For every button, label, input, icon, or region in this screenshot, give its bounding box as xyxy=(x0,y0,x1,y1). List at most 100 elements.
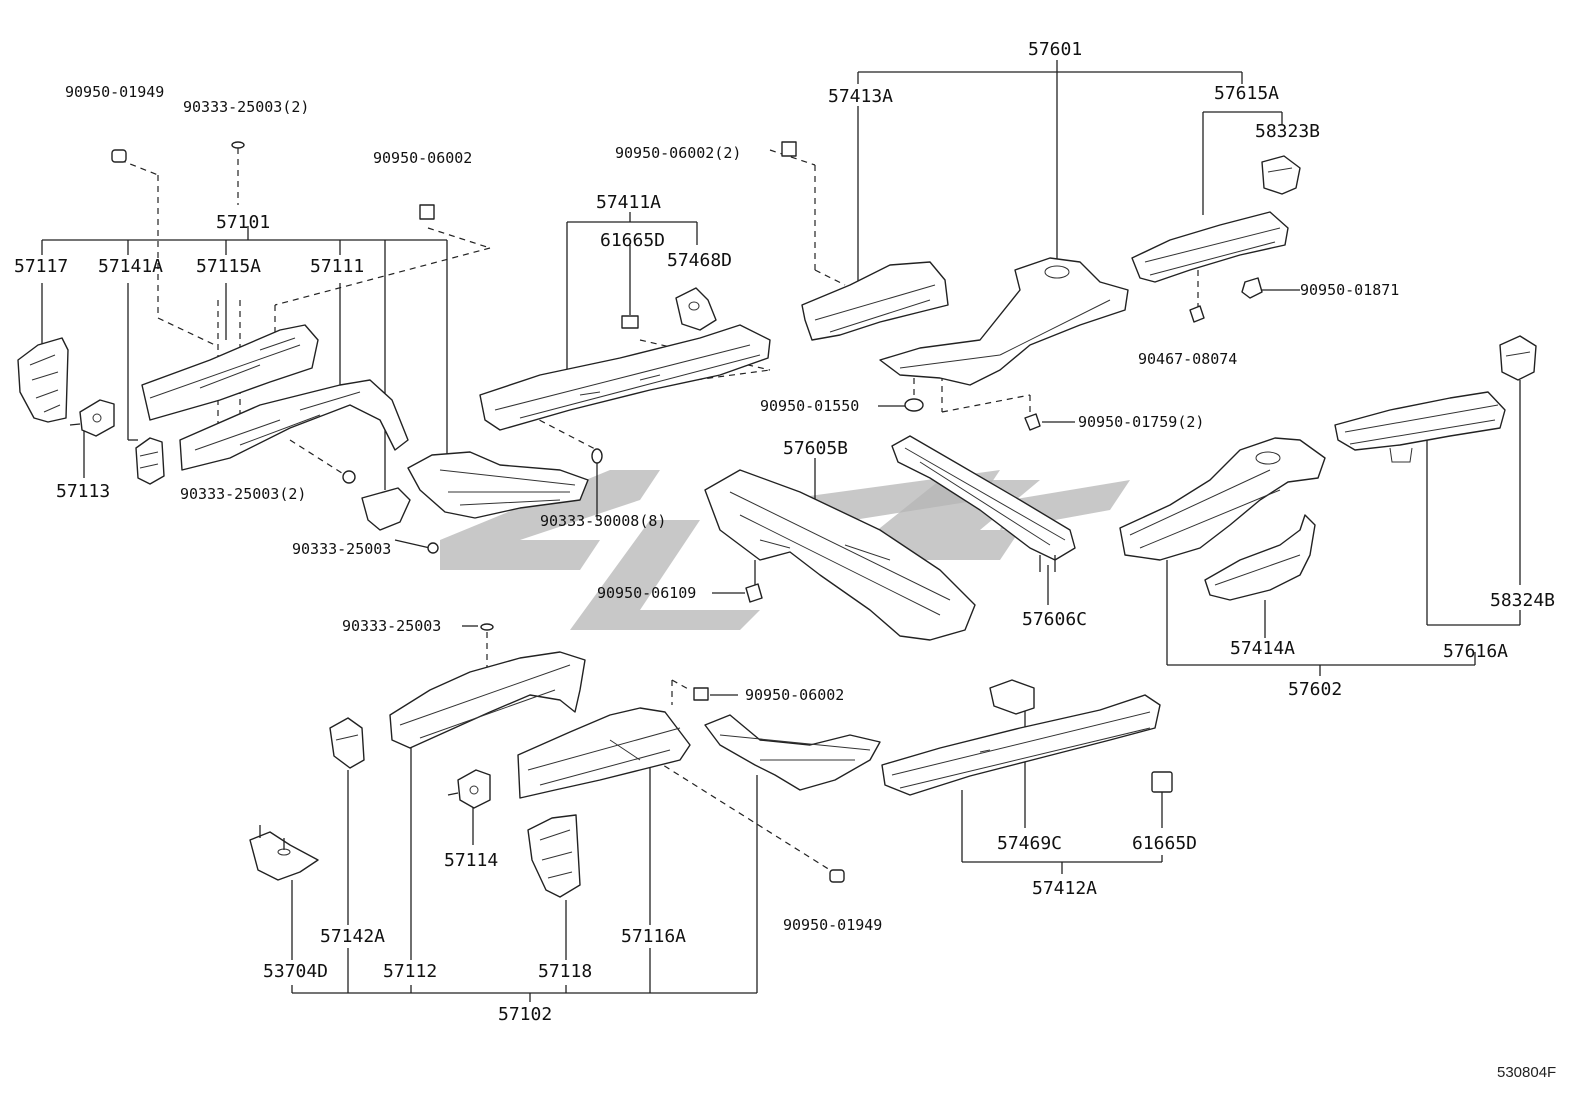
label-57411A: 57411A xyxy=(596,192,661,213)
group-57411A xyxy=(479,141,846,520)
label-57141A: 57141A xyxy=(98,256,163,277)
part-57601-crossmember xyxy=(879,257,1129,386)
part-57411A-rail xyxy=(479,324,771,431)
label-57114: 57114 xyxy=(444,850,498,871)
part-57116A xyxy=(517,707,691,799)
fastener-90333-25003-b xyxy=(480,623,494,631)
label-90950-06002-a: 90950-06002 xyxy=(373,149,472,167)
label-90950-01949-a: 90950-01949 xyxy=(65,83,164,101)
label-57606C: 57606C xyxy=(1022,609,1087,630)
part-58323B xyxy=(1261,155,1301,195)
group-57602 xyxy=(1119,335,1537,676)
fastener-90333-25003-2a xyxy=(231,141,245,149)
part-57112 xyxy=(389,651,586,749)
label-90333-25003-a: 90333-25003 xyxy=(292,540,391,558)
label-57616A: 57616A xyxy=(1443,641,1508,662)
fastener-90333-25003-a xyxy=(427,542,439,554)
label-57116A: 57116A xyxy=(621,926,686,947)
label-61665D-b: 61665D xyxy=(1132,833,1197,854)
label-57111: 57111 xyxy=(310,256,364,277)
label-90950-06002-2: 90950-06002(2) xyxy=(615,144,741,162)
label-57117: 57117 xyxy=(14,256,68,277)
group-57412A xyxy=(881,679,1173,874)
fastener-90950-01949-b xyxy=(829,869,845,883)
label-90333-25003-b: 90333-25003 xyxy=(342,617,441,635)
label-57602: 57602 xyxy=(1288,679,1342,700)
part-57412A-rail xyxy=(881,694,1161,796)
label-58323B: 58323B xyxy=(1255,121,1320,142)
part-bracket-a xyxy=(361,487,411,531)
label-57101: 57101 xyxy=(216,212,270,233)
label-57102: 57102 xyxy=(498,1004,552,1025)
part-58324B xyxy=(1499,335,1537,381)
label-57413A: 57413A xyxy=(828,86,893,107)
part-57469C xyxy=(989,679,1035,715)
label-90333-25003-2b: 90333-25003(2) xyxy=(180,485,306,503)
group-57101 xyxy=(17,141,589,554)
part-57615A xyxy=(1131,211,1289,283)
part-57111 xyxy=(179,379,409,471)
part-57115A xyxy=(141,324,319,421)
part-57616A xyxy=(1334,391,1506,463)
label-57601: 57601 xyxy=(1028,39,1082,60)
part-57414A xyxy=(1204,514,1316,601)
label-90950-01871: 90950-01871 xyxy=(1300,281,1399,299)
part-57606C xyxy=(891,435,1076,572)
label-57469C: 57469C xyxy=(997,833,1062,854)
label-61665D-a: 61665D xyxy=(600,230,665,251)
label-90950-01949-b: 90950-01949 xyxy=(783,916,882,934)
fastener-90467-08074 xyxy=(1189,305,1205,323)
fastener-90950-06002-a xyxy=(419,204,435,220)
label-57468D: 57468D xyxy=(667,250,732,271)
part-53704D xyxy=(249,825,319,881)
part-57605B xyxy=(704,469,976,641)
fastener-90950-06002-2 xyxy=(781,141,797,157)
label-90950-01759-2: 90950-01759(2) xyxy=(1078,413,1204,431)
group-57102 xyxy=(249,623,881,1002)
part-57141A xyxy=(135,437,165,485)
label-57115A: 57115A xyxy=(196,256,261,277)
fastener-90950-06109 xyxy=(745,583,763,603)
label-57142A: 57142A xyxy=(320,926,385,947)
fastener-90333-30008-8 xyxy=(591,448,603,464)
part-57114 xyxy=(447,769,491,809)
group-57606C xyxy=(891,435,1076,605)
part-61665D-a xyxy=(621,315,639,329)
part-61665D-b xyxy=(1151,771,1173,793)
label-90950-06109: 90950-06109 xyxy=(597,584,696,602)
label-90950-01550: 90950-01550 xyxy=(760,397,859,415)
label-57118: 57118 xyxy=(538,961,592,982)
label-90333-25003-2a: 90333-25003(2) xyxy=(183,98,309,116)
group-57605B xyxy=(704,458,976,641)
label-57414A: 57414A xyxy=(1230,638,1295,659)
label-57412A: 57412A xyxy=(1032,878,1097,899)
fastener-90950-01759-2 xyxy=(1024,413,1041,431)
part-57142A xyxy=(329,717,365,769)
part-57602-member xyxy=(1119,437,1326,561)
label-90333-30008-8: 90333-30008(8) xyxy=(540,512,666,530)
label-53704D: 53704D xyxy=(263,961,328,982)
fastener-90950-06002-b xyxy=(693,687,709,701)
part-57113 xyxy=(69,399,115,437)
fastener-90950-01550 xyxy=(904,398,924,412)
fastener-90333-25003-2b xyxy=(342,470,356,484)
part-57102-bracket xyxy=(704,714,881,791)
label-57615A: 57615A xyxy=(1214,83,1279,104)
diagram-id: 530804F xyxy=(1497,1064,1556,1081)
label-90467-08074: 90467-08074 xyxy=(1138,350,1237,368)
part-57101-rail xyxy=(407,451,589,519)
label-57112: 57112 xyxy=(383,961,437,982)
label-58324B: 58324B xyxy=(1490,590,1555,611)
label-90950-06002-b: 90950-06002 xyxy=(745,686,844,704)
part-57118 xyxy=(527,814,581,898)
fastener-90950-01949-a xyxy=(111,149,127,163)
group-57601 xyxy=(801,60,1301,431)
label-57113: 57113 xyxy=(56,481,110,502)
part-57413A xyxy=(801,261,949,341)
fastener-90950-01871 xyxy=(1241,277,1263,299)
label-57605B: 57605B xyxy=(783,438,848,459)
part-57468D xyxy=(675,287,717,331)
part-57117 xyxy=(17,337,69,423)
